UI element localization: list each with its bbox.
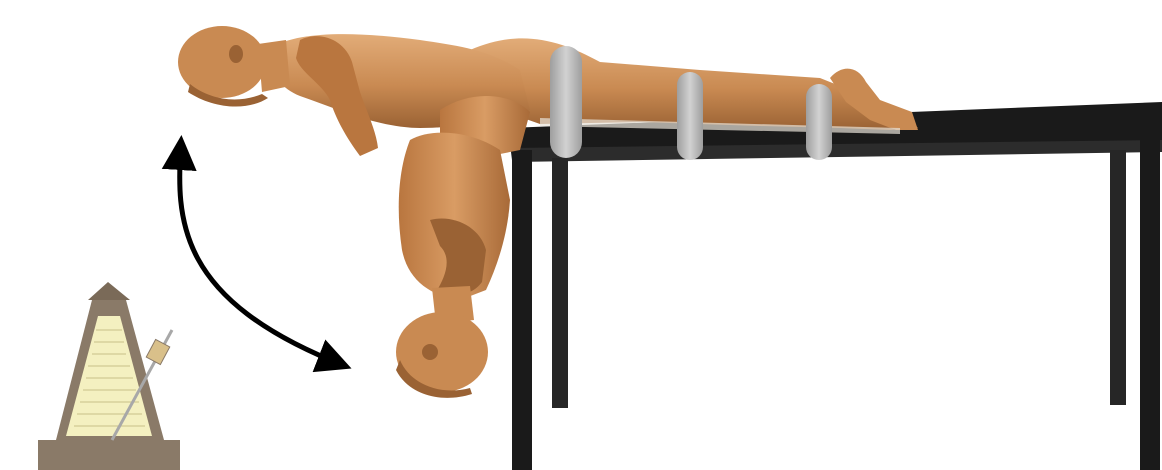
person-hanging-flexed [396,96,530,398]
double-headed-curved-arrow [180,142,345,366]
strap [550,46,582,158]
strap [806,84,832,160]
table [508,102,1162,470]
table-leg-back-right [1110,150,1126,405]
metronome-icon [38,282,180,470]
table-leg-front-left [512,150,532,470]
table-leg-front-right [1140,140,1160,470]
table-leg-back-left [552,158,568,408]
strap [677,72,703,160]
